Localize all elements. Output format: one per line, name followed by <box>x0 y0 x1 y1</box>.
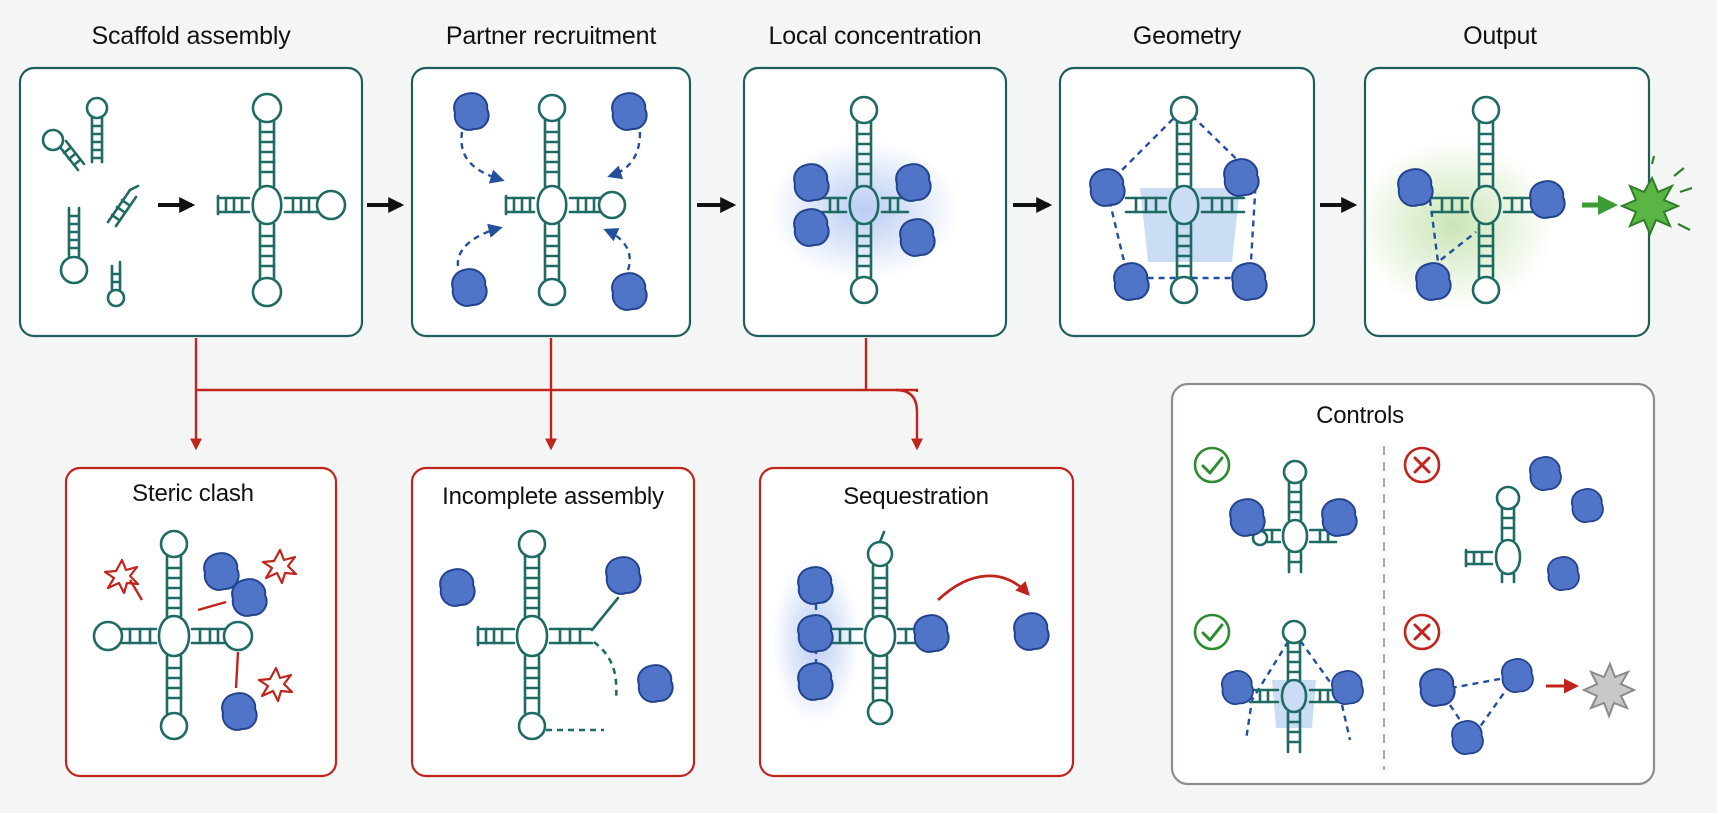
missing-strand-segment <box>593 640 618 701</box>
protein-blob <box>1415 262 1452 301</box>
rna-scaffold-recruit <box>504 93 627 307</box>
protein-blob <box>1113 262 1150 301</box>
protein-blob <box>221 692 258 731</box>
protein-blob <box>797 614 834 653</box>
output-signal-burst-icon <box>1619 155 1693 237</box>
protein-blob <box>1321 498 1358 537</box>
check-circle-icon <box>1193 613 1231 651</box>
output-glow <box>1354 140 1554 310</box>
protein-blob <box>453 92 490 131</box>
protein-blob <box>1223 158 1260 197</box>
failure-panel-clash <box>64 466 338 778</box>
rna-fragment-hairpin-1 <box>85 96 109 164</box>
protein-blob <box>1529 456 1562 492</box>
protein-blob <box>611 272 648 311</box>
protein-blob <box>1571 488 1604 524</box>
protein-blob <box>605 556 642 595</box>
protein-blob <box>451 268 488 307</box>
rna-scaffold-sequestration <box>828 530 928 726</box>
failure-title: Steric clash <box>132 480 254 507</box>
sequestration-arrow <box>937 574 1030 602</box>
stage-title: Partner recruitment <box>445 22 657 50</box>
rna-scaffold-geometry <box>1124 95 1246 305</box>
rna-scaffold-clash <box>92 529 254 741</box>
protein-blob <box>797 662 834 701</box>
stage-title: Scaffold assembly <box>91 22 291 50</box>
rna-scaffold-local <box>820 95 910 305</box>
protein-blob <box>1547 556 1580 592</box>
protein-blob <box>1397 168 1434 207</box>
rna-scaffold-assembled <box>216 92 347 308</box>
protein-blob <box>1419 668 1456 707</box>
protein-blob <box>1221 670 1254 706</box>
protein-blob <box>439 568 476 607</box>
protein-blob <box>637 664 674 703</box>
protein-blob <box>1229 498 1266 537</box>
controls-title: Controls <box>1316 402 1404 429</box>
protein-blob <box>793 208 830 247</box>
control-unscaffolded-link <box>1437 674 1519 741</box>
rna-fragment-hairpin-3 <box>59 206 89 285</box>
protein-blob <box>1089 168 1126 207</box>
protein-blob <box>895 163 932 202</box>
protein-blob <box>1013 612 1050 651</box>
stage-title: Geometry <box>1132 22 1242 50</box>
protein-blob <box>1331 670 1364 706</box>
recruitment-arrows <box>456 131 642 271</box>
protein-blob <box>1451 720 1484 756</box>
rna-fragment-strand <box>106 184 140 228</box>
stage-title: Local concentration <box>768 22 982 50</box>
failure-title: Incomplete assembly <box>442 483 664 510</box>
protein-blob <box>899 218 936 257</box>
concentration-glow <box>768 140 960 280</box>
stage-title: Output <box>1463 22 1537 50</box>
rna-fragment-hairpin-4 <box>106 260 126 308</box>
protein-blob <box>231 578 268 617</box>
protein-blob <box>203 552 240 591</box>
inactive-signal-icon <box>1581 661 1637 719</box>
failure-title: Sequestration <box>843 483 989 510</box>
protein-blob <box>793 163 830 202</box>
rna-fragment-hairpin-2 <box>41 128 86 172</box>
protein-blob <box>797 566 834 605</box>
stage-panel-scaffold <box>18 66 364 338</box>
rna-scaffold-control-pos-2 <box>1248 619 1340 754</box>
protein-blob <box>913 614 950 653</box>
protein-blob <box>1501 658 1534 694</box>
protein-blob <box>611 92 648 131</box>
failure-branch-lines <box>190 338 923 451</box>
rna-scaffold-output <box>1430 95 1534 305</box>
failure-panel-incomplete <box>410 466 696 778</box>
x-circle-icon <box>1403 446 1441 484</box>
check-circle-icon <box>1193 446 1231 484</box>
protein-blob <box>1231 262 1268 301</box>
stage-panel-recruit <box>410 66 692 338</box>
rna-scaffold-incomplete <box>476 529 620 741</box>
scaffold-fragments <box>41 96 140 308</box>
x-circle-icon <box>1403 613 1441 651</box>
controls-panel <box>1170 382 1656 786</box>
arrow-to-sequestration <box>895 388 923 451</box>
rna-scaffold-control-neg-1 <box>1464 485 1522 584</box>
protein-blob <box>1529 180 1566 219</box>
